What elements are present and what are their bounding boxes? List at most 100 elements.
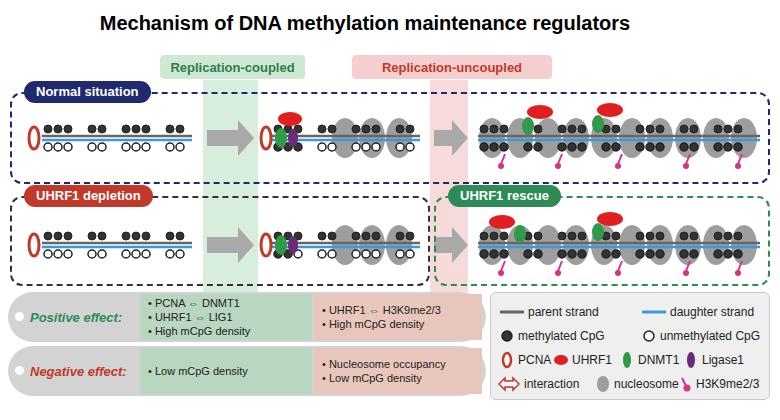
unmethylated-cpg bbox=[64, 250, 72, 258]
unmethylated-cpg bbox=[98, 250, 106, 258]
methylated-cpg bbox=[714, 232, 722, 240]
methylated-cpg bbox=[612, 125, 620, 133]
methylated-cpg bbox=[724, 250, 732, 258]
histone-tail bbox=[618, 261, 622, 271]
legend-swatch bbox=[644, 331, 654, 341]
methylated-cpg bbox=[734, 232, 742, 240]
process-arrow bbox=[207, 227, 254, 263]
methylated-cpg bbox=[132, 232, 140, 240]
methylated-cpg bbox=[142, 125, 150, 133]
legend-item: H3K9me2/3 bbox=[677, 375, 759, 393]
unmethylated-cpg bbox=[396, 250, 404, 258]
methylated-cpg bbox=[362, 125, 370, 133]
methylated-cpg bbox=[44, 232, 52, 240]
unmethylated-cpg bbox=[88, 143, 96, 151]
legend-swatch bbox=[623, 352, 631, 368]
unmethylated-cpg bbox=[122, 143, 130, 151]
legend-label: Ligase1 bbox=[702, 353, 744, 367]
methylated-cpg bbox=[54, 232, 62, 240]
methylated-cpg bbox=[602, 143, 610, 151]
methylated-cpg bbox=[500, 250, 508, 258]
methylated-cpg bbox=[524, 143, 532, 151]
nucleosome bbox=[703, 225, 729, 265]
unmethylated-cpg bbox=[406, 250, 414, 258]
h3k9-mark bbox=[615, 163, 621, 169]
methylated-cpg bbox=[122, 125, 130, 133]
dnmt1 bbox=[275, 235, 287, 255]
uhrf1 bbox=[278, 112, 302, 126]
unmethylated-cpg bbox=[352, 250, 360, 258]
unmethylated-cpg bbox=[176, 143, 184, 151]
h3k9-mark bbox=[498, 270, 504, 276]
methylated-cpg bbox=[88, 232, 96, 240]
methylated-cpg bbox=[636, 143, 644, 151]
cell-text: • High mCpG density bbox=[148, 324, 304, 338]
methylated-cpg bbox=[490, 232, 498, 240]
ligase1 bbox=[288, 236, 298, 254]
methylated-cpg bbox=[132, 125, 140, 133]
parent-strand bbox=[42, 135, 192, 138]
methylated-cpg bbox=[166, 125, 174, 133]
legend-label: interaction bbox=[524, 377, 579, 391]
methylated-cpg bbox=[612, 232, 620, 240]
uhrf1 bbox=[527, 105, 553, 119]
methylated-cpg bbox=[568, 143, 576, 151]
dnmt1 bbox=[522, 117, 534, 135]
methylated-cpg bbox=[372, 125, 380, 133]
methylated-cpg bbox=[328, 232, 336, 240]
daughter-strand bbox=[478, 139, 760, 142]
unmethylated-cpg bbox=[64, 143, 72, 151]
methylated-cpg bbox=[98, 232, 106, 240]
methylated-cpg bbox=[612, 250, 620, 258]
uhrf1 bbox=[597, 212, 623, 226]
methylated-cpg bbox=[500, 232, 508, 240]
legend-label: unmethylated CpG bbox=[660, 329, 760, 343]
nucleosome bbox=[731, 118, 757, 158]
h3k9-mark bbox=[555, 163, 561, 169]
methylated-cpg bbox=[656, 143, 664, 151]
methylated-cpg bbox=[534, 232, 542, 240]
methylated-cpg bbox=[656, 250, 664, 258]
nucleosome bbox=[507, 225, 533, 265]
methylated-cpg bbox=[480, 232, 488, 240]
legend-sample bbox=[499, 351, 515, 369]
unmethylated-cpg bbox=[142, 143, 150, 151]
legend-label: methylated CpG bbox=[518, 329, 605, 343]
uhrf1 bbox=[489, 215, 515, 229]
methylated-cpg bbox=[656, 232, 664, 240]
methylated-cpg bbox=[176, 232, 184, 240]
methylated-cpg bbox=[680, 250, 688, 258]
methylated-cpg bbox=[680, 143, 688, 151]
methylated-cpg bbox=[558, 250, 566, 258]
methylated-cpg bbox=[490, 125, 498, 133]
h3k9-mark bbox=[735, 270, 741, 276]
legend-item: methylated CpG bbox=[499, 327, 605, 345]
unmethylated-cpg bbox=[44, 143, 52, 151]
legend-item: PCNA bbox=[499, 351, 551, 369]
unmethylated-cpg bbox=[396, 143, 404, 151]
nucleosome bbox=[563, 118, 589, 158]
pcna-ring bbox=[261, 127, 271, 149]
unmethylated-cpg bbox=[166, 143, 174, 151]
nucleosome bbox=[703, 118, 729, 158]
methylated-cpg bbox=[568, 125, 576, 133]
methylated-cpg bbox=[734, 143, 742, 151]
methylated-cpg bbox=[480, 125, 488, 133]
legend-label: H3K9me2/3 bbox=[696, 377, 759, 391]
cell-text: • Nucleosome occupancy bbox=[322, 357, 474, 371]
methylated-cpg bbox=[524, 250, 532, 258]
methylated-cpg bbox=[714, 250, 722, 258]
parent-strand bbox=[478, 135, 760, 138]
histone-tail bbox=[686, 261, 690, 271]
methylated-cpg bbox=[122, 232, 130, 240]
methylated-cpg bbox=[328, 125, 336, 133]
methylated-cpg bbox=[656, 125, 664, 133]
nucleosome bbox=[332, 118, 358, 158]
methylated-cpg bbox=[734, 125, 742, 133]
legend-swatch bbox=[642, 311, 666, 314]
uhrf1 bbox=[597, 103, 623, 117]
legend-label: daughter strand bbox=[670, 305, 754, 319]
methylated-cpg bbox=[318, 232, 326, 240]
legend-box: parent stranddaughter strandmethylated C… bbox=[490, 292, 770, 400]
daughter-strand bbox=[478, 246, 760, 249]
